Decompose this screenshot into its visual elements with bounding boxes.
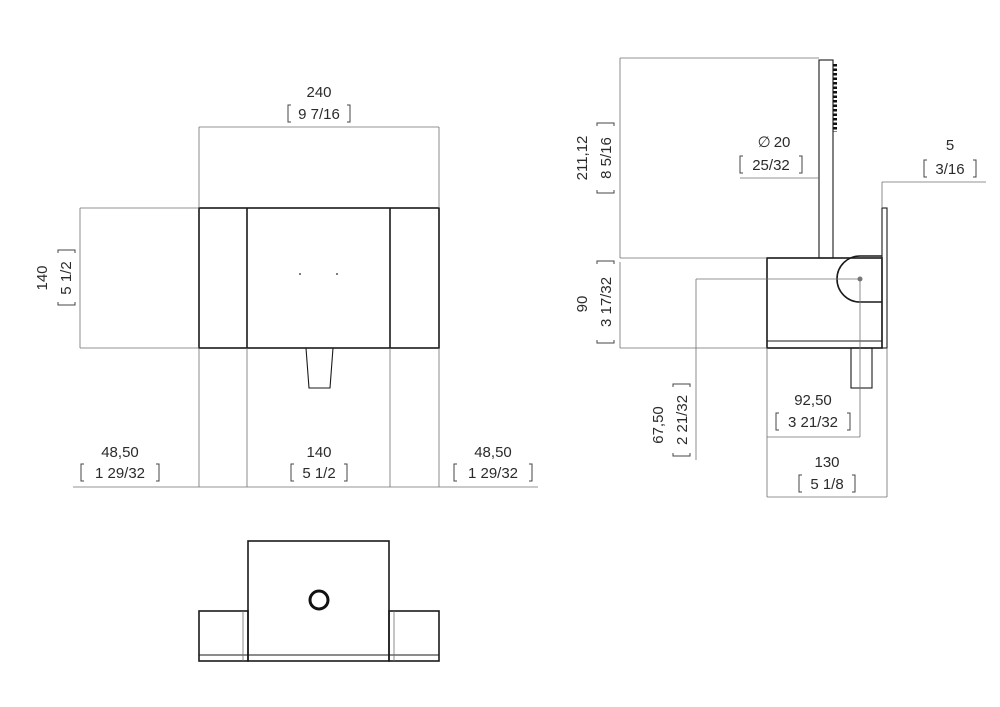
top-outlet-circle: [308, 589, 330, 611]
front-screw-mark: [299, 273, 301, 275]
height-inch: 5 1/2: [58, 261, 75, 294]
outlet-depth-mm: 92,50: [794, 392, 832, 409]
hand-shower-height-inch: 8 5/16: [598, 137, 615, 179]
outlet-height-mm: 67,50: [650, 406, 667, 444]
diameter-symbol: ∅: [758, 134, 771, 151]
hose-diameter-inch: 25/32: [752, 157, 790, 174]
height-mm: 140: [34, 265, 51, 290]
center-section-inch: 5 1/2: [302, 465, 335, 482]
front-body-outline: [198, 207, 440, 349]
front-spout: [305, 347, 334, 389]
overall-width-mm: 240: [306, 84, 331, 101]
side-spout: [850, 347, 873, 389]
right-section-inch: 1 29/32: [468, 465, 518, 482]
right-section-mm: 48,50: [474, 444, 512, 461]
top-center-body: [247, 540, 390, 662]
hand-shower-height-mm: 211,12: [574, 136, 591, 181]
hose-diameter-mm: ∅20: [758, 134, 791, 151]
overall-width-inch: 9 7/16: [298, 106, 340, 123]
side-hand-shower: [818, 59, 834, 259]
hose-diameter-value: 20: [774, 134, 791, 151]
top-right-block: [388, 610, 440, 662]
front-screw-mark: [336, 273, 338, 275]
plate-thickness-inch: 3/16: [935, 161, 964, 178]
center-section-mm: 140: [306, 444, 331, 461]
left-section-inch: 1 29/32: [95, 465, 145, 482]
outlet-depth-inch: 3 21/32: [788, 414, 838, 431]
total-depth-inch: 5 1/8: [810, 476, 843, 493]
front-view: 240 9 7/16 140 5 1/2 48,50 1 29/32 140 5…: [34, 84, 538, 488]
top-left-block: [198, 610, 249, 662]
side-view: 211,12 8 5/16 90 3 17/32 ∅20 25/32 5 3/1…: [574, 57, 986, 498]
top-view: [198, 540, 440, 662]
total-depth-mm: 130: [814, 454, 839, 471]
left-section-mm: 48,50: [101, 444, 139, 461]
side-body: [766, 257, 883, 349]
body-height-inch: 3 17/32: [598, 277, 615, 327]
body-height-mm: 90: [574, 296, 591, 313]
outlet-height-inch: 2 21/32: [674, 395, 691, 445]
plate-thickness-mm: 5: [946, 137, 954, 154]
